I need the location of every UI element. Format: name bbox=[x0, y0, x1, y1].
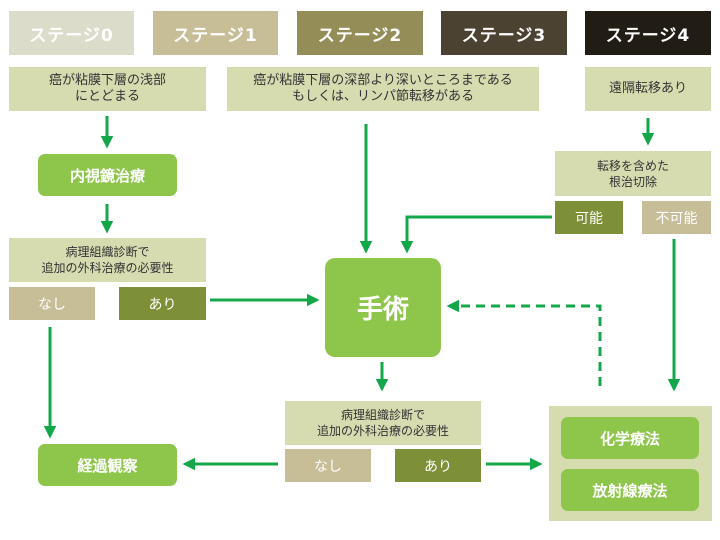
possible-option: 可能 bbox=[555, 201, 623, 234]
observation-box: 経過観察 bbox=[38, 444, 177, 486]
pathology-check-box-1: 病理組織診断で 追加の外科治療の必要性 bbox=[9, 238, 206, 282]
surgery-box: 手術 bbox=[325, 258, 441, 357]
endoscopic-treatment-box: 内視鏡治療 bbox=[38, 154, 177, 196]
yes-option-1: あり bbox=[119, 287, 206, 320]
stage-4-header: ステージ4 bbox=[585, 11, 711, 55]
pathology-check-box-2: 病理組織診断で 追加の外科治療の必要性 bbox=[285, 401, 481, 445]
stage-1-header: ステージ1 bbox=[153, 11, 278, 55]
impossible-option: 不可能 bbox=[642, 201, 711, 234]
stage-0-header: ステージ0 bbox=[9, 11, 134, 55]
chemotherapy-box: 化学療法 bbox=[561, 417, 699, 459]
radiotherapy-box: 放射線療法 bbox=[561, 469, 699, 511]
stage-3-header: ステージ3 bbox=[441, 11, 567, 55]
stage-2-header: ステージ2 bbox=[297, 11, 423, 55]
stage-1-3-description: 癌が粘膜下層の深部より深いところまである もしくは、リンパ節転移がある bbox=[227, 67, 539, 111]
stage-4-description: 遠隔転移あり bbox=[585, 67, 711, 111]
metastasis-resection-box: 転移を含めた 根治切除 bbox=[555, 151, 711, 196]
none-option-2: なし bbox=[285, 449, 371, 482]
yes-option-2: あり bbox=[395, 449, 481, 482]
stage-0-description: 癌が粘膜下層の浅部 にとどまる bbox=[9, 67, 206, 111]
arrow-therapy-to-surgery-dashed bbox=[446, 299, 602, 386]
none-option-1: なし bbox=[9, 287, 95, 320]
arrow-possible-to-surgery bbox=[400, 215, 552, 254]
